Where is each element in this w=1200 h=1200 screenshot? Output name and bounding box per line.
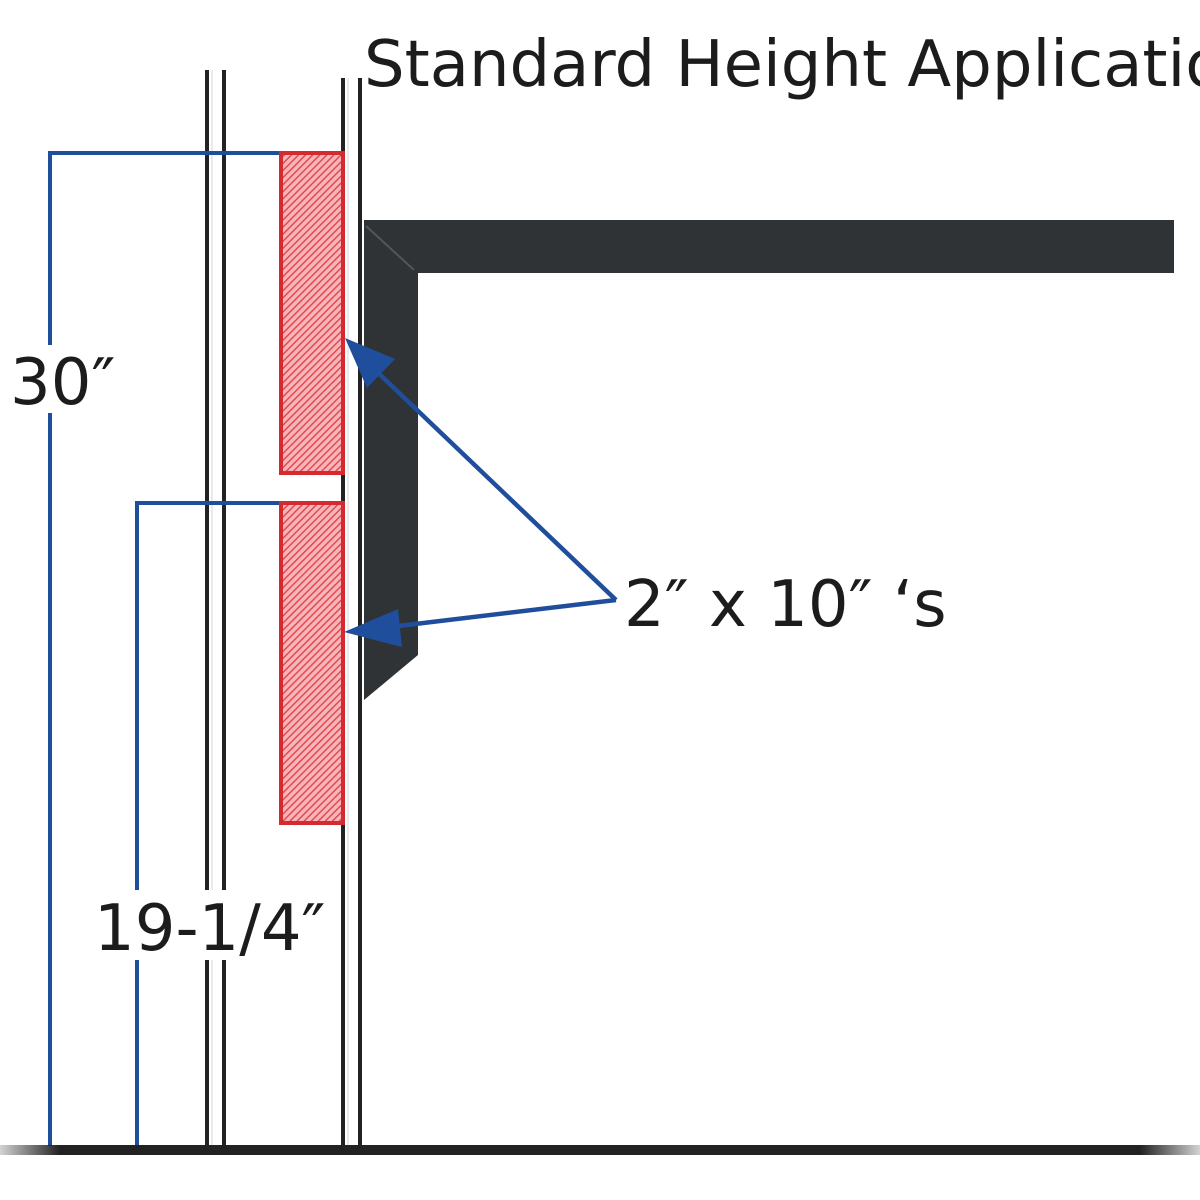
callout-label-2x10s: 2″ x 10″ ‘s — [624, 568, 947, 642]
dimension-line-30in — [48, 151, 280, 1146]
floor-line — [0, 1145, 1200, 1155]
arrow-head-lower — [344, 609, 402, 647]
callout-arrows — [344, 338, 618, 647]
upper-2x10-board — [279, 151, 345, 475]
arrow-line-lower — [389, 597, 617, 630]
track-bracket — [364, 220, 1174, 700]
dimension-label-19-1-4in: 19-1/4″ — [94, 892, 325, 966]
dimension-label-30in: 30″ — [10, 346, 115, 420]
stud-lines — [205, 70, 226, 1146]
jamb-lines — [341, 78, 362, 1146]
diagram-title: Standard Height Application — [364, 28, 1200, 102]
arrow-head-upper — [345, 338, 395, 388]
arrow-line-upper — [370, 365, 618, 602]
lower-2x10-board — [279, 501, 345, 825]
